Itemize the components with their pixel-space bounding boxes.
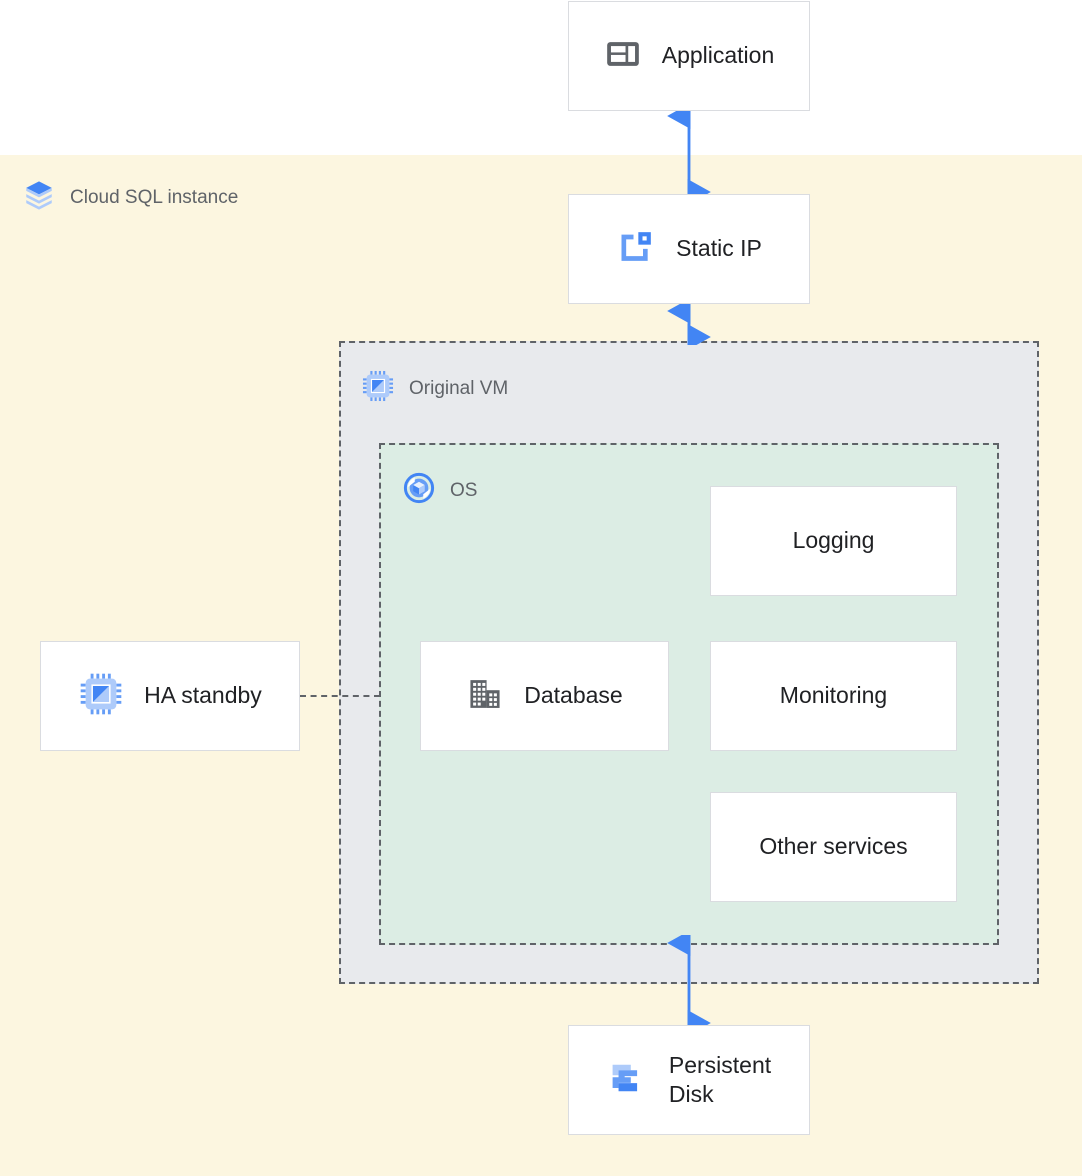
node-persistent-disk[interactable]: Persistent Disk	[568, 1025, 810, 1135]
os-label-group: OS	[402, 471, 477, 510]
container-label-text: OS	[450, 479, 478, 501]
container-label-text: Original VM	[409, 377, 509, 399]
persistent-disk-icon	[607, 1057, 649, 1104]
node-ha-standby[interactable]: HA standby	[40, 641, 300, 751]
node-other-services[interactable]: Other services	[710, 792, 957, 902]
database-building-icon	[466, 675, 504, 718]
region-label-text: Cloud SQL instance	[70, 186, 239, 208]
node-logging[interactable]: Logging	[710, 486, 957, 596]
node-label: Other services	[759, 833, 908, 860]
node-label: Logging	[792, 527, 875, 554]
static-ip-icon	[616, 227, 656, 272]
node-label: HA standby	[144, 682, 262, 709]
vm-chip-icon	[78, 671, 124, 722]
node-application[interactable]: Application	[568, 1, 810, 111]
node-label: Static IP	[676, 235, 762, 262]
node-label: Database	[524, 682, 623, 709]
os-icon	[402, 471, 436, 510]
cloud-sql-instance-label-group: Cloud SQL instance	[22, 178, 238, 217]
node-label: Application	[661, 42, 775, 69]
node-database[interactable]: Database	[420, 641, 669, 751]
cloud-sql-icon	[22, 178, 56, 217]
node-label: Persistent Disk	[668, 1051, 772, 1107]
application-window-icon	[604, 35, 642, 78]
original-vm-label-group: Original VM	[361, 369, 508, 408]
node-monitoring[interactable]: Monitoring	[710, 641, 957, 751]
connector-ha-standby-to-database	[300, 695, 380, 697]
node-static-ip[interactable]: Static IP	[568, 194, 810, 304]
vm-chip-icon	[361, 369, 395, 408]
node-label: Monitoring	[779, 682, 888, 709]
